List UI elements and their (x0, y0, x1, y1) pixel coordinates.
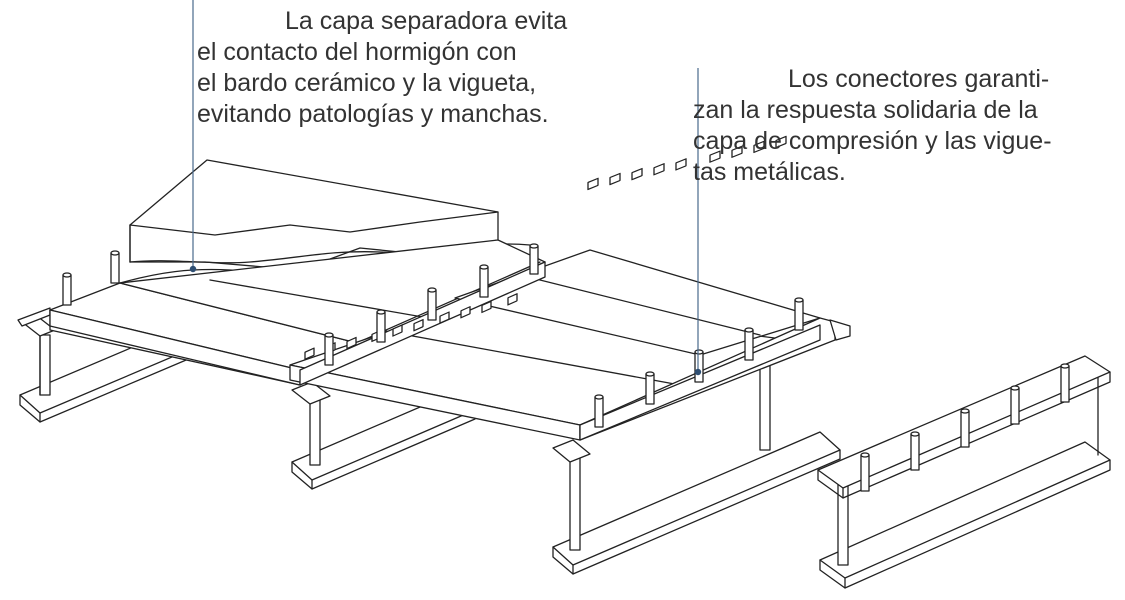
connector (594, 394, 604, 428)
connector (694, 349, 704, 383)
separator-layer-note: La capa separadora evita el contacto del… (197, 6, 607, 130)
connectors-note: Los conectores garanti- zan la respuesta… (693, 64, 1103, 188)
connector (324, 332, 334, 366)
connector (376, 309, 386, 343)
note-line: el bardo cerámico y la vigueta, (197, 69, 537, 97)
connectors-on-standalone-beam (860, 363, 1070, 492)
note-line: el contacto del hormigón con (197, 38, 517, 66)
connectors-on-slab (62, 243, 804, 428)
note-line: Los conectores garanti- (788, 65, 1050, 93)
connector (960, 408, 970, 448)
connector (1010, 385, 1020, 425)
connector (62, 272, 72, 306)
note-line: evitando patologías y manchas. (197, 100, 549, 128)
callout-connectors (694, 68, 702, 376)
connector (645, 371, 655, 405)
connector (1060, 363, 1070, 403)
callout-separator-layer (189, 0, 197, 273)
connector (110, 250, 120, 284)
note-line: capa de compresión y las vigue- (693, 127, 1052, 155)
note-line: zan la respuesta solidaria de la (693, 96, 1038, 124)
note-line: tas metálicas. (693, 158, 846, 186)
connector (860, 452, 870, 492)
note-line: La capa separadora evita (285, 7, 568, 35)
connector (744, 327, 754, 361)
connector (479, 264, 489, 298)
connector (529, 243, 539, 275)
connector (910, 431, 920, 471)
connector (427, 287, 437, 321)
connector (794, 297, 804, 331)
